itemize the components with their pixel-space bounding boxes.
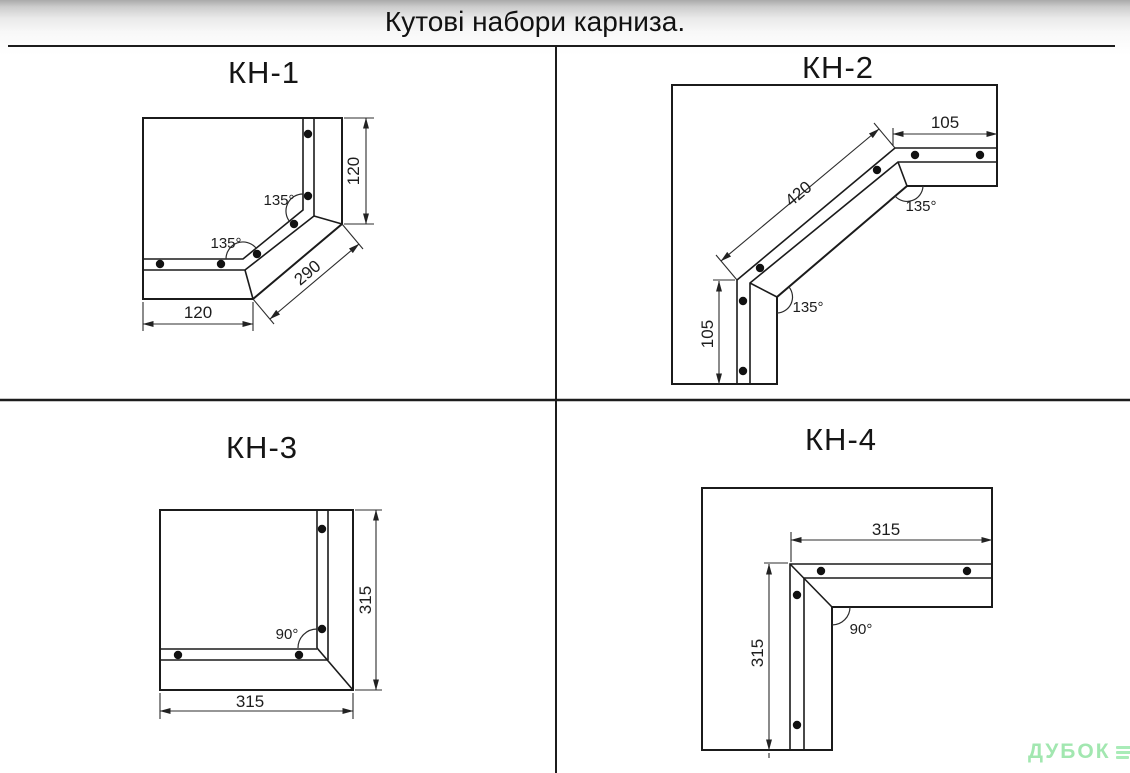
kn3-angle-label: 90° [276,626,299,643]
kn2-angle-arc-lower [776,286,794,314]
kn3-miter-line [316,647,354,691]
kn2-dim-left-label: 105 [698,320,717,348]
screw-dot [303,129,313,139]
kn1-miter-lower [244,269,254,300]
panel-title-kn3: КН-3 [225,430,299,465]
screw-dot [216,259,226,269]
kn3-angle-arc [297,628,318,649]
kn1-dim-diagonal-label: 290 [290,256,324,289]
kn1-dim-right-label: 120 [344,157,363,185]
screw-dot [816,566,826,576]
screw-dot [910,150,920,160]
screw-dot [792,590,802,600]
screw-dot [155,259,165,269]
kn2-dim-line-diagonal [720,128,880,262]
kn3-dim-right-label: 315 [356,586,375,614]
kn4-screw-dots [792,566,972,730]
kn1-ext-line [341,223,364,250]
kn4-strip-inner-edge [789,563,992,750]
panel-kn3-drawing: 315 315 90° [159,509,382,719]
kn4-outline-path [701,487,993,751]
kn1-angle-upper-label: 135° [263,192,294,209]
panel-kn4-drawing: 315 315 90° [701,487,993,758]
kn4-angle-arc [831,606,851,626]
kn4-miter-line [789,563,833,608]
screw-dot [738,366,748,376]
kn3-screw-dots [173,524,327,660]
screw-dot [872,165,882,175]
logo-text: ДУБОК [1028,740,1111,763]
panel-title-kn1: КН-1 [227,55,301,90]
screw-dot [792,720,802,730]
screw-dot [975,150,985,160]
kn1-strip-inner-edge [143,118,304,260]
screw-dot [289,219,299,229]
screw-dot [252,249,262,259]
kn1-miter-upper [313,215,343,225]
kn1-angle-arc-lower [225,241,257,260]
kn1-dim-line-diagonal [269,243,360,320]
panel-kn1-drawing: 120 290 120 135° 135° [142,117,374,331]
screw-dot [173,650,183,660]
watermark-logo: ДУБОК [1028,740,1130,764]
kn2-dim-diagonal-label: 420 [781,177,815,210]
kn1-strip-outer-edge [143,118,315,271]
kn1-screw-dots [155,129,313,269]
kn3-outline-path [159,509,354,691]
kn2-angle-upper-label: 135° [905,198,936,215]
kn2-miter-upper [897,161,908,187]
kn2-angle-lower-label: 135° [792,299,823,316]
kn1-angle-lower-label: 135° [210,235,241,252]
kn2-miter-lower [749,282,778,298]
kn3-dim-bottom-label: 315 [236,692,264,711]
screw-dot [317,624,327,634]
kn1-angle-arc-upper [285,193,304,223]
kn4-dim-left-label: 315 [748,639,767,667]
screw-dot [294,650,304,660]
panel-title-kn4: КН-4 [804,422,878,457]
kn4-dim-top-label: 315 [872,520,900,539]
kn4-angle-label: 90° [850,621,873,638]
kn1-ext-line [252,298,275,325]
screw-dot [755,263,765,273]
screw-dot [303,191,313,201]
kn2-ext-line [873,122,896,149]
screw-dot [962,566,972,576]
page-title: Кутові набори карниза. [384,6,686,37]
kn1-dim-bottom-label: 120 [184,303,212,322]
kn2-dim-top-label: 105 [931,113,959,132]
kn2-ext-line [715,254,738,281]
logo-tagline-lines [1115,745,1130,759]
screw-dot [317,524,327,534]
panel-kn2-drawing: 105 420 105 135° 135° [671,84,998,385]
kn2-angle-arc-upper [894,185,924,203]
panel-title-kn2: КН-2 [801,50,875,85]
screw-dot [738,296,748,306]
